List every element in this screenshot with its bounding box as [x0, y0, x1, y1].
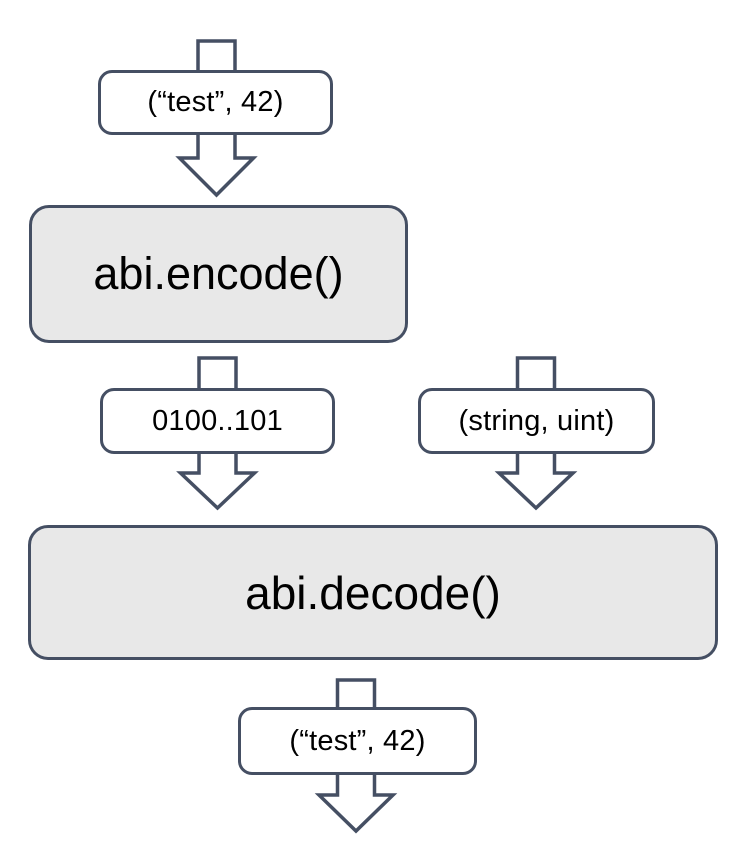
- types-tuple-label: (string, uint): [418, 388, 655, 454]
- input-tuple-label: (“test”, 42): [98, 70, 333, 135]
- input-tuple-text: (“test”, 42): [147, 86, 284, 118]
- decoded-tuple-label: (“test”, 42): [238, 707, 477, 775]
- abi-decode-box: abi.decode(): [28, 525, 718, 660]
- decoded-tuple-text: (“test”, 42): [289, 724, 426, 757]
- abi-encode-box: abi.encode(): [29, 205, 408, 343]
- abi-decode-text: abi.decode(): [245, 566, 501, 619]
- encoded-bytes-text: 0100..101: [152, 404, 283, 437]
- types-tuple-text: (string, uint): [458, 404, 615, 437]
- abi-encode-text: abi.encode(): [93, 248, 344, 299]
- encoded-bytes-label: 0100..101: [100, 388, 335, 454]
